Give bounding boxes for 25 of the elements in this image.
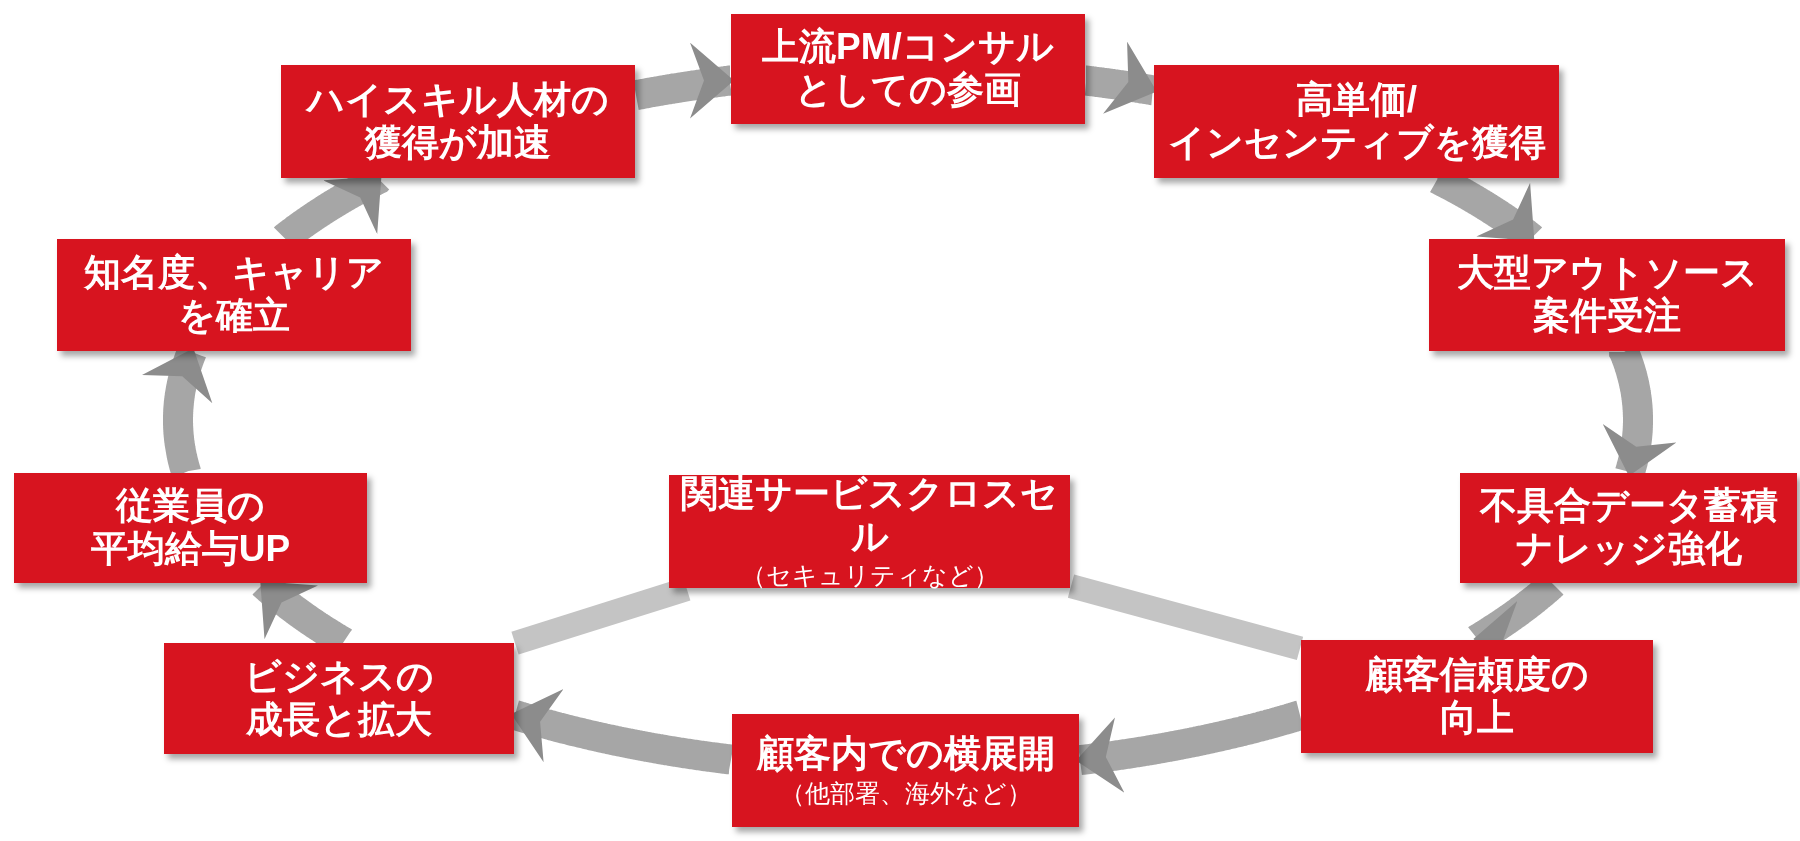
step-label: 不具合データ蓄積ナレッジ強化 <box>1479 485 1778 571</box>
step-box <box>164 643 514 754</box>
step-label: 顧客内での横展開 <box>756 733 1055 776</box>
step-label: 関連サービスクロスセル <box>680 472 1059 559</box>
step-box <box>732 714 1079 827</box>
connector-band <box>1067 574 1304 660</box>
step-box <box>669 475 1070 588</box>
step-label: 上流PM/コンサルとしての参画 <box>762 26 1054 112</box>
step-box <box>1429 239 1785 351</box>
step-box <box>731 14 1085 124</box>
step-label: 従業員の平均給与UP <box>90 485 291 571</box>
step-note: （他部署、海外など） <box>779 777 1032 808</box>
step-box <box>57 239 411 351</box>
step-box <box>1460 473 1797 583</box>
step-box <box>14 473 367 583</box>
step-box <box>1301 640 1653 753</box>
step-label: 高単価/インセンティブを獲得 <box>1167 78 1546 165</box>
step-label: ビジネスの成長と拡大 <box>244 655 434 742</box>
step-note: （セキュリティなど） <box>740 560 999 591</box>
step-label: 大型アウトソース案件受注 <box>1456 252 1758 338</box>
step-label: ハイスキル人材の獲得が加速 <box>307 78 609 165</box>
step-label: 顧客信頼度の向上 <box>1365 653 1589 740</box>
step-label: 知名度、キャリアを確立 <box>84 252 384 338</box>
step-box <box>1154 65 1559 178</box>
step-box <box>281 65 635 178</box>
